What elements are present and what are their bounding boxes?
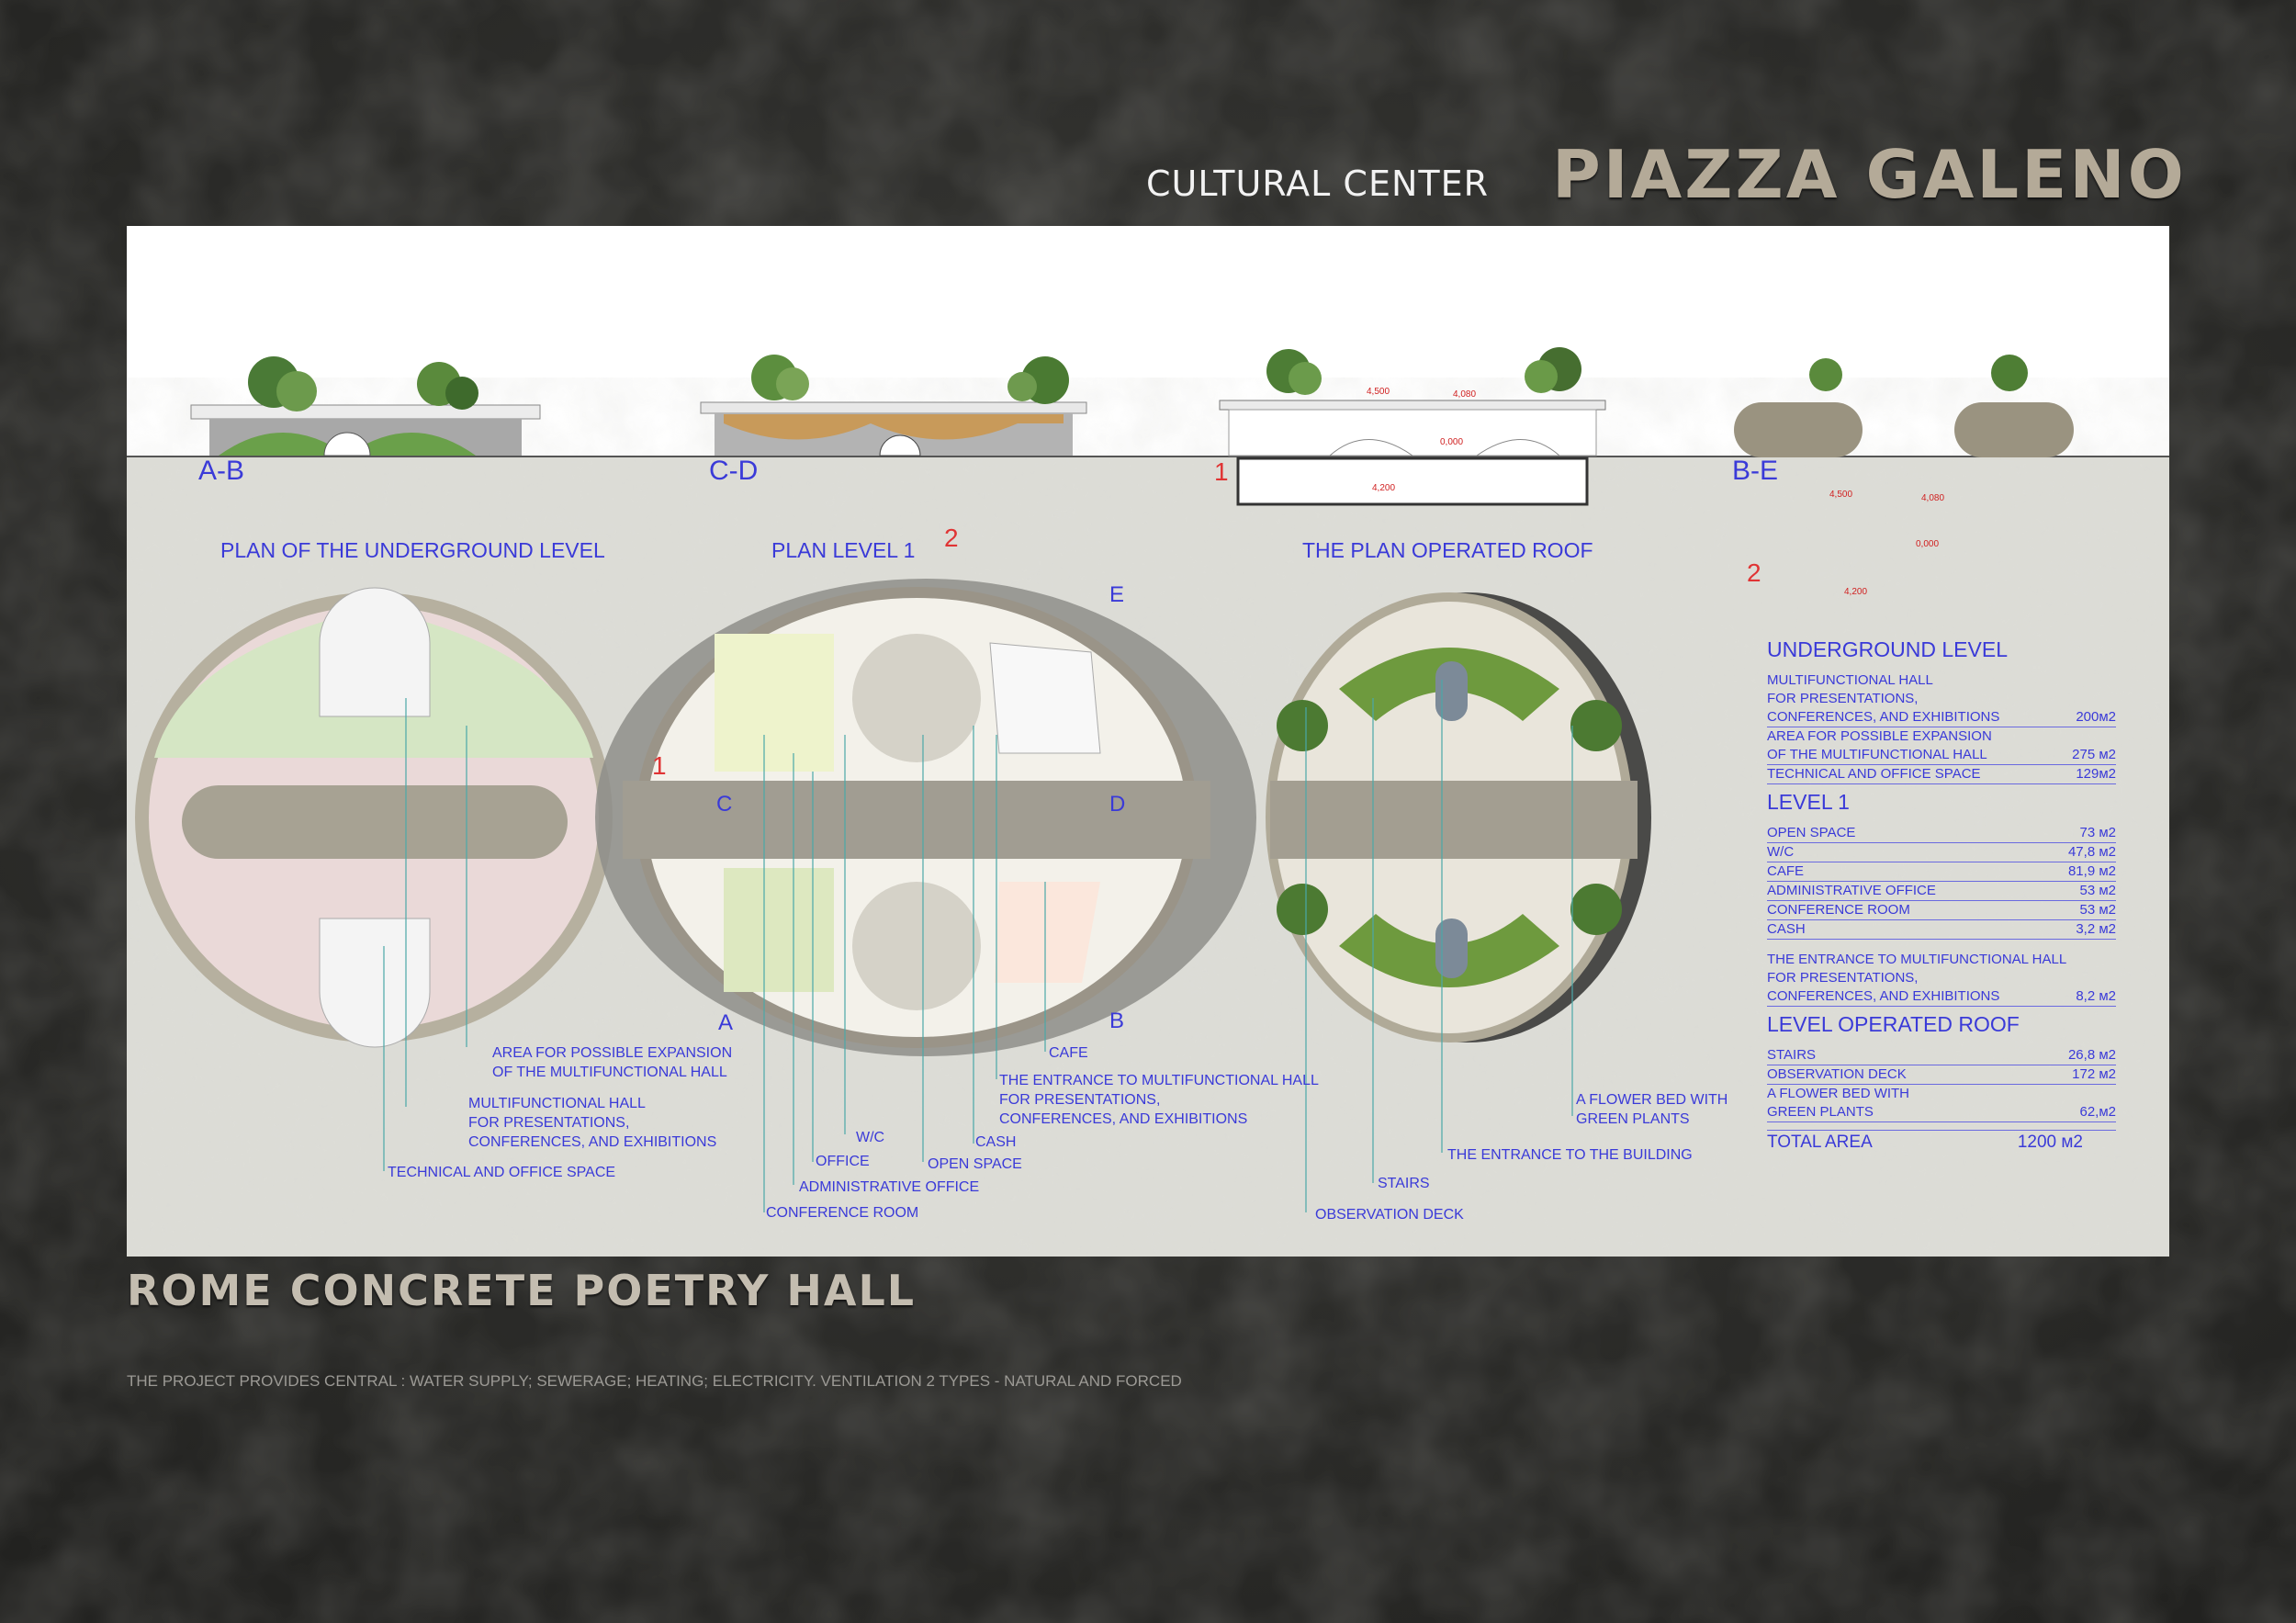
label-multifunctional-hall: MULTIFUNCTIONAL HALL FOR PRESENTATIONS, … <box>468 1096 717 1150</box>
label-stairs: STAIRS <box>1378 1176 1430 1191</box>
axis-b: B <box>1109 1009 1125 1033</box>
table-heading-level1: LEVEL 1 <box>1767 790 1850 814</box>
roof-plan <box>1266 592 1651 1043</box>
table-row: FOR PRESENTATIONS, <box>1767 691 1919 706</box>
elevation-mark: 0,000 <box>1440 437 1464 447</box>
elevation-be <box>1734 355 2074 457</box>
label-wc: W/C <box>856 1130 885 1145</box>
label-conference-room: CONFERENCE ROOM <box>766 1205 919 1221</box>
section-marker-1: 1 <box>652 751 667 780</box>
label-observation-deck: OBSERVATION DECK <box>1315 1207 1464 1223</box>
elevation-mark: 0,000 <box>1916 539 1940 549</box>
axis-d: D <box>1109 792 1126 817</box>
elevation-mark: 4,200 <box>1844 587 1868 597</box>
label-entrance-hall: THE ENTRANCE TO MULTIFUNCTIONAL HALL FOR… <box>999 1073 1319 1127</box>
plan-title-level1: PLAN LEVEL 1 <box>771 538 916 562</box>
elevation-mark: 4,080 <box>1921 493 1945 503</box>
label-cafe: CAFE <box>1049 1045 1088 1061</box>
table-row: A FLOWER BED WITH <box>1767 1086 1910 1101</box>
table-row: MULTIFUNCTIONAL HALL <box>1767 672 1933 688</box>
label-flower-bed: A FLOWER BED WITH GREEN PLANTS <box>1576 1092 1728 1127</box>
plans-drawing <box>135 579 1651 1056</box>
elevation-mark: 4,200 <box>1372 483 1396 493</box>
axis-a: A <box>718 1010 734 1035</box>
plan-title-underground: PLAN OF THE UNDERGROUND LEVEL <box>220 538 605 562</box>
subtitle: CULTURAL CENTER <box>1146 163 1490 204</box>
area-table: UNDERGROUND LEVEL MULTIFUNCTIONAL HALL F… <box>1767 632 2116 1155</box>
label-technical-office: TECHNICAL AND OFFICE SPACE <box>388 1165 616 1180</box>
plan-title-roof: THE PLAN OPERATED ROOF <box>1302 538 1593 562</box>
footer-title: ROME CONCRETE POETRY HALL <box>127 1266 917 1315</box>
section-label-2: 2 <box>1747 558 1761 587</box>
label-office: OFFICE <box>816 1154 870 1169</box>
elevation-mark: 4,080 <box>1453 389 1477 400</box>
table-heading-underground: UNDERGROUND LEVEL <box>1767 637 2008 661</box>
section-1 <box>1219 347 1606 506</box>
label-cash: CASH <box>975 1134 1017 1150</box>
axis-c: C <box>716 792 733 817</box>
footer-note: THE PROJECT PROVIDES CENTRAL : WATER SUP… <box>127 1372 1182 1390</box>
level1-plan <box>595 579 1256 1056</box>
section-label-cd: C-D <box>709 456 759 486</box>
underground-plan <box>135 587 613 1048</box>
elevations-strip <box>190 347 2074 506</box>
label-entrance-building: THE ENTRANCE TO THE BUILDING <box>1447 1147 1693 1163</box>
elevation-mark: 4,500 <box>1367 387 1390 397</box>
axis-e: E <box>1109 582 1125 607</box>
label-area-expansion: AREA FOR POSSIBLE EXPANSION OF THE MULTI… <box>492 1045 733 1080</box>
label-open-space: OPEN SPACE <box>928 1156 1022 1172</box>
elevation-mark: 4,500 <box>1829 490 1853 500</box>
project-title: PIAZZA GALENO <box>1552 136 2187 213</box>
underground-rows: MULTIFUNCTIONAL HALL FOR PRESENTATIONS, … <box>1767 671 2116 784</box>
table-row: THE ENTRANCE TO MULTIFUNCTIONAL HALL <box>1767 952 2067 967</box>
section-label-be: B-E <box>1732 456 1779 486</box>
section-marker-2: 2 <box>944 524 959 552</box>
elevation-cd <box>700 355 1087 456</box>
elevation-ab <box>190 356 541 456</box>
section-label-ab: A-B <box>198 456 245 486</box>
table-row: FOR PRESENTATIONS, <box>1767 970 1919 986</box>
table-heading-roof: LEVEL OPERATED ROOF <box>1767 1012 2020 1036</box>
table-row: AREA FOR POSSIBLE EXPANSION <box>1767 728 1992 744</box>
section-label-1: 1 <box>1214 457 1229 486</box>
label-administrative-office: ADMINISTRATIVE OFFICE <box>799 1179 980 1195</box>
